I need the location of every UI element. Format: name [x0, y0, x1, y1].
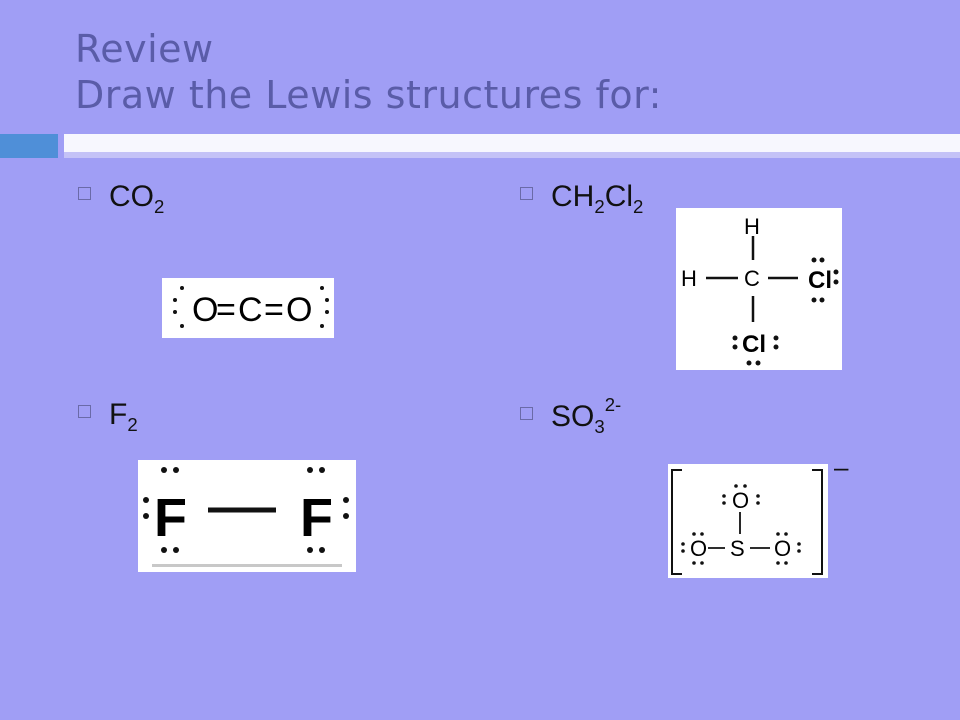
bullet-f2: F2 — [78, 398, 138, 436]
ch2cl2-top-hydrogen: H — [744, 214, 760, 239]
co2-left-oxygen: O — [192, 291, 218, 329]
so3-brackets — [671, 469, 823, 575]
f2-right-fluorine: F — [300, 488, 333, 548]
ch2cl2-carbon: C — [744, 266, 760, 291]
square-bullet-icon — [78, 187, 91, 200]
co2-right-oxygen: O — [286, 291, 312, 329]
co2-right-bond: = — [264, 291, 284, 329]
co2-lewis-structure: O = C = O — [162, 278, 334, 338]
title-accent-bar — [0, 134, 58, 158]
ch2cl2-lone-pairs — [732, 257, 839, 366]
f2-lone-pairs — [143, 467, 349, 553]
so3-right-oxygen: O — [774, 536, 791, 561]
f2-lewis-structure: F F — [138, 460, 356, 572]
ch2cl2-lewis-structure: H H C Cl Cl — [676, 208, 842, 370]
ch2cl2-left-hydrogen: H — [681, 266, 697, 291]
formula-so3: SO32- — [551, 394, 622, 437]
slide-title: Review Draw the Lewis structures for: — [75, 26, 662, 118]
square-bullet-icon — [520, 407, 533, 420]
so3-lewis-structure: O O S O — [668, 464, 828, 578]
bullet-so3: SO32- — [520, 394, 622, 438]
co2-lone-pairs — [173, 286, 329, 328]
so3-charge-label: – — [834, 452, 849, 482]
title-line-2: Draw the Lewis structures for: — [75, 73, 662, 117]
f2-left-fluorine: F — [154, 488, 187, 548]
title-divider-bar — [64, 134, 960, 158]
so3-top-oxygen: O — [732, 488, 749, 513]
so3-lone-pairs — [681, 484, 801, 565]
square-bullet-icon — [520, 187, 533, 200]
bullet-ch2cl2: CH2Cl2 — [520, 180, 643, 218]
so3-left-oxygen: O — [690, 536, 707, 561]
square-bullet-icon — [78, 405, 91, 418]
bullet-co2: CO2 — [78, 180, 164, 218]
co2-carbon: C — [238, 291, 263, 329]
formula-ch2cl2: CH2Cl2 — [551, 180, 644, 217]
ch2cl2-right-chlorine: Cl — [808, 267, 832, 294]
co2-left-bond: = — [216, 291, 236, 329]
title-line-1: Review — [75, 27, 214, 71]
formula-f2: F2 — [109, 398, 138, 435]
ch2cl2-bottom-chlorine: Cl — [742, 331, 766, 358]
so3-sulfur: S — [730, 536, 745, 561]
formula-co2: CO2 — [109, 180, 165, 217]
